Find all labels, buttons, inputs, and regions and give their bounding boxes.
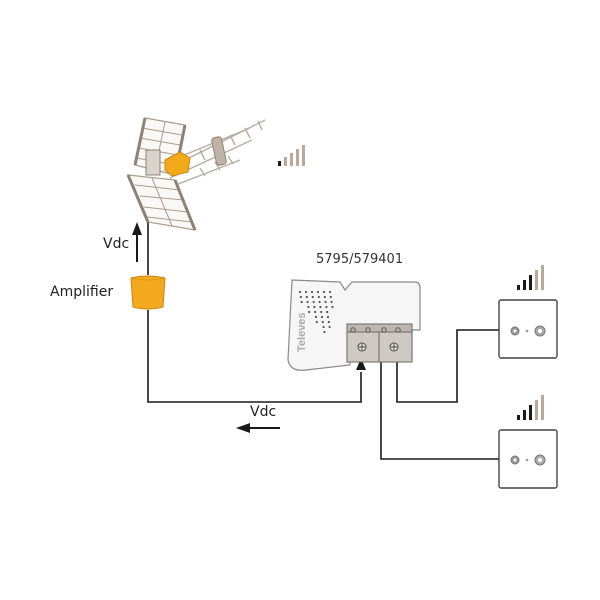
- vent-dot: [310, 290, 314, 294]
- vdc-up-arrow: [132, 222, 142, 262]
- power-supply-icon: [287, 279, 421, 371]
- vent-dot: [322, 325, 325, 329]
- signal-bar: [290, 153, 293, 166]
- vent-dot: [323, 295, 326, 299]
- signal-strength-icon-outlet-2: [517, 395, 544, 420]
- cabling: [147, 190, 499, 460]
- vent-dot: [312, 300, 315, 304]
- vent-dot: [331, 305, 334, 309]
- vent-dot: [326, 310, 329, 314]
- model-number-label: 5795/579401: [316, 252, 404, 267]
- vent-dot: [320, 315, 324, 319]
- signal-bar: [517, 415, 520, 420]
- signal-bar: [278, 161, 281, 166]
- vent-dot: [311, 295, 314, 299]
- amplifier-icon: [130, 275, 166, 310]
- signal-bar: [535, 400, 538, 420]
- signal-strength-icon-antenna: [278, 145, 305, 166]
- vent-dot: [326, 315, 330, 319]
- vent-dot: [330, 300, 333, 304]
- vent-dot: [316, 290, 320, 294]
- wall-outlet-2: [498, 429, 558, 489]
- vent-dot: [329, 295, 332, 299]
- signal-bar: [517, 285, 520, 290]
- vent-dot: [298, 290, 302, 294]
- signal-bar: [523, 410, 526, 420]
- signal-bar: [541, 395, 544, 420]
- vent-dot: [321, 320, 324, 324]
- amplifier-label: Amplifier: [50, 284, 114, 300]
- vent-dot: [323, 330, 326, 334]
- signal-bar: [529, 275, 532, 290]
- psu-input-arrow: [356, 358, 366, 370]
- vent-dot: [300, 300, 303, 304]
- cable-psu-to-outlet-2: [380, 360, 499, 460]
- signal-bar: [535, 270, 538, 290]
- vent-dot: [317, 295, 320, 299]
- vent-dot: [327, 320, 330, 324]
- signal-bar: [541, 265, 544, 290]
- vent-dot: [313, 305, 316, 309]
- vdc-label-down: Vdc: [250, 404, 277, 420]
- vent-dot: [324, 300, 327, 304]
- wall-outlet-1: [498, 299, 558, 359]
- antenna-icon: [126, 117, 266, 231]
- vdc-left-arrow: [236, 423, 280, 433]
- vent-dot: [308, 310, 311, 314]
- signal-bar: [523, 280, 526, 290]
- vent-dot: [315, 320, 318, 324]
- vent-dot: [314, 310, 317, 314]
- brand-logo: Televes: [296, 312, 308, 352]
- cable-psu-to-outlet-1: [396, 329, 499, 403]
- vent-dot: [319, 305, 322, 309]
- vent-dot: [307, 305, 310, 309]
- vent-dot: [299, 295, 302, 299]
- signal-bar: [302, 145, 305, 166]
- vent-dot: [314, 315, 318, 319]
- vent-dot: [318, 300, 321, 304]
- vent-dot: [325, 305, 328, 309]
- vent-dot: [304, 290, 308, 294]
- vent-dot: [328, 290, 332, 294]
- vent-dot: [306, 300, 309, 304]
- signal-strength-icon-outlet-1: [517, 265, 544, 290]
- signal-bar: [284, 157, 287, 166]
- vent-dot: [320, 310, 323, 314]
- vdc-label-up: Vdc: [103, 236, 130, 252]
- vent-dot: [322, 290, 326, 294]
- vent-dot: [328, 325, 331, 329]
- signal-bar: [529, 405, 532, 420]
- vent-dot: [305, 295, 308, 299]
- cable-amplifier-to-psu: [147, 310, 362, 403]
- signal-bar: [296, 149, 299, 166]
